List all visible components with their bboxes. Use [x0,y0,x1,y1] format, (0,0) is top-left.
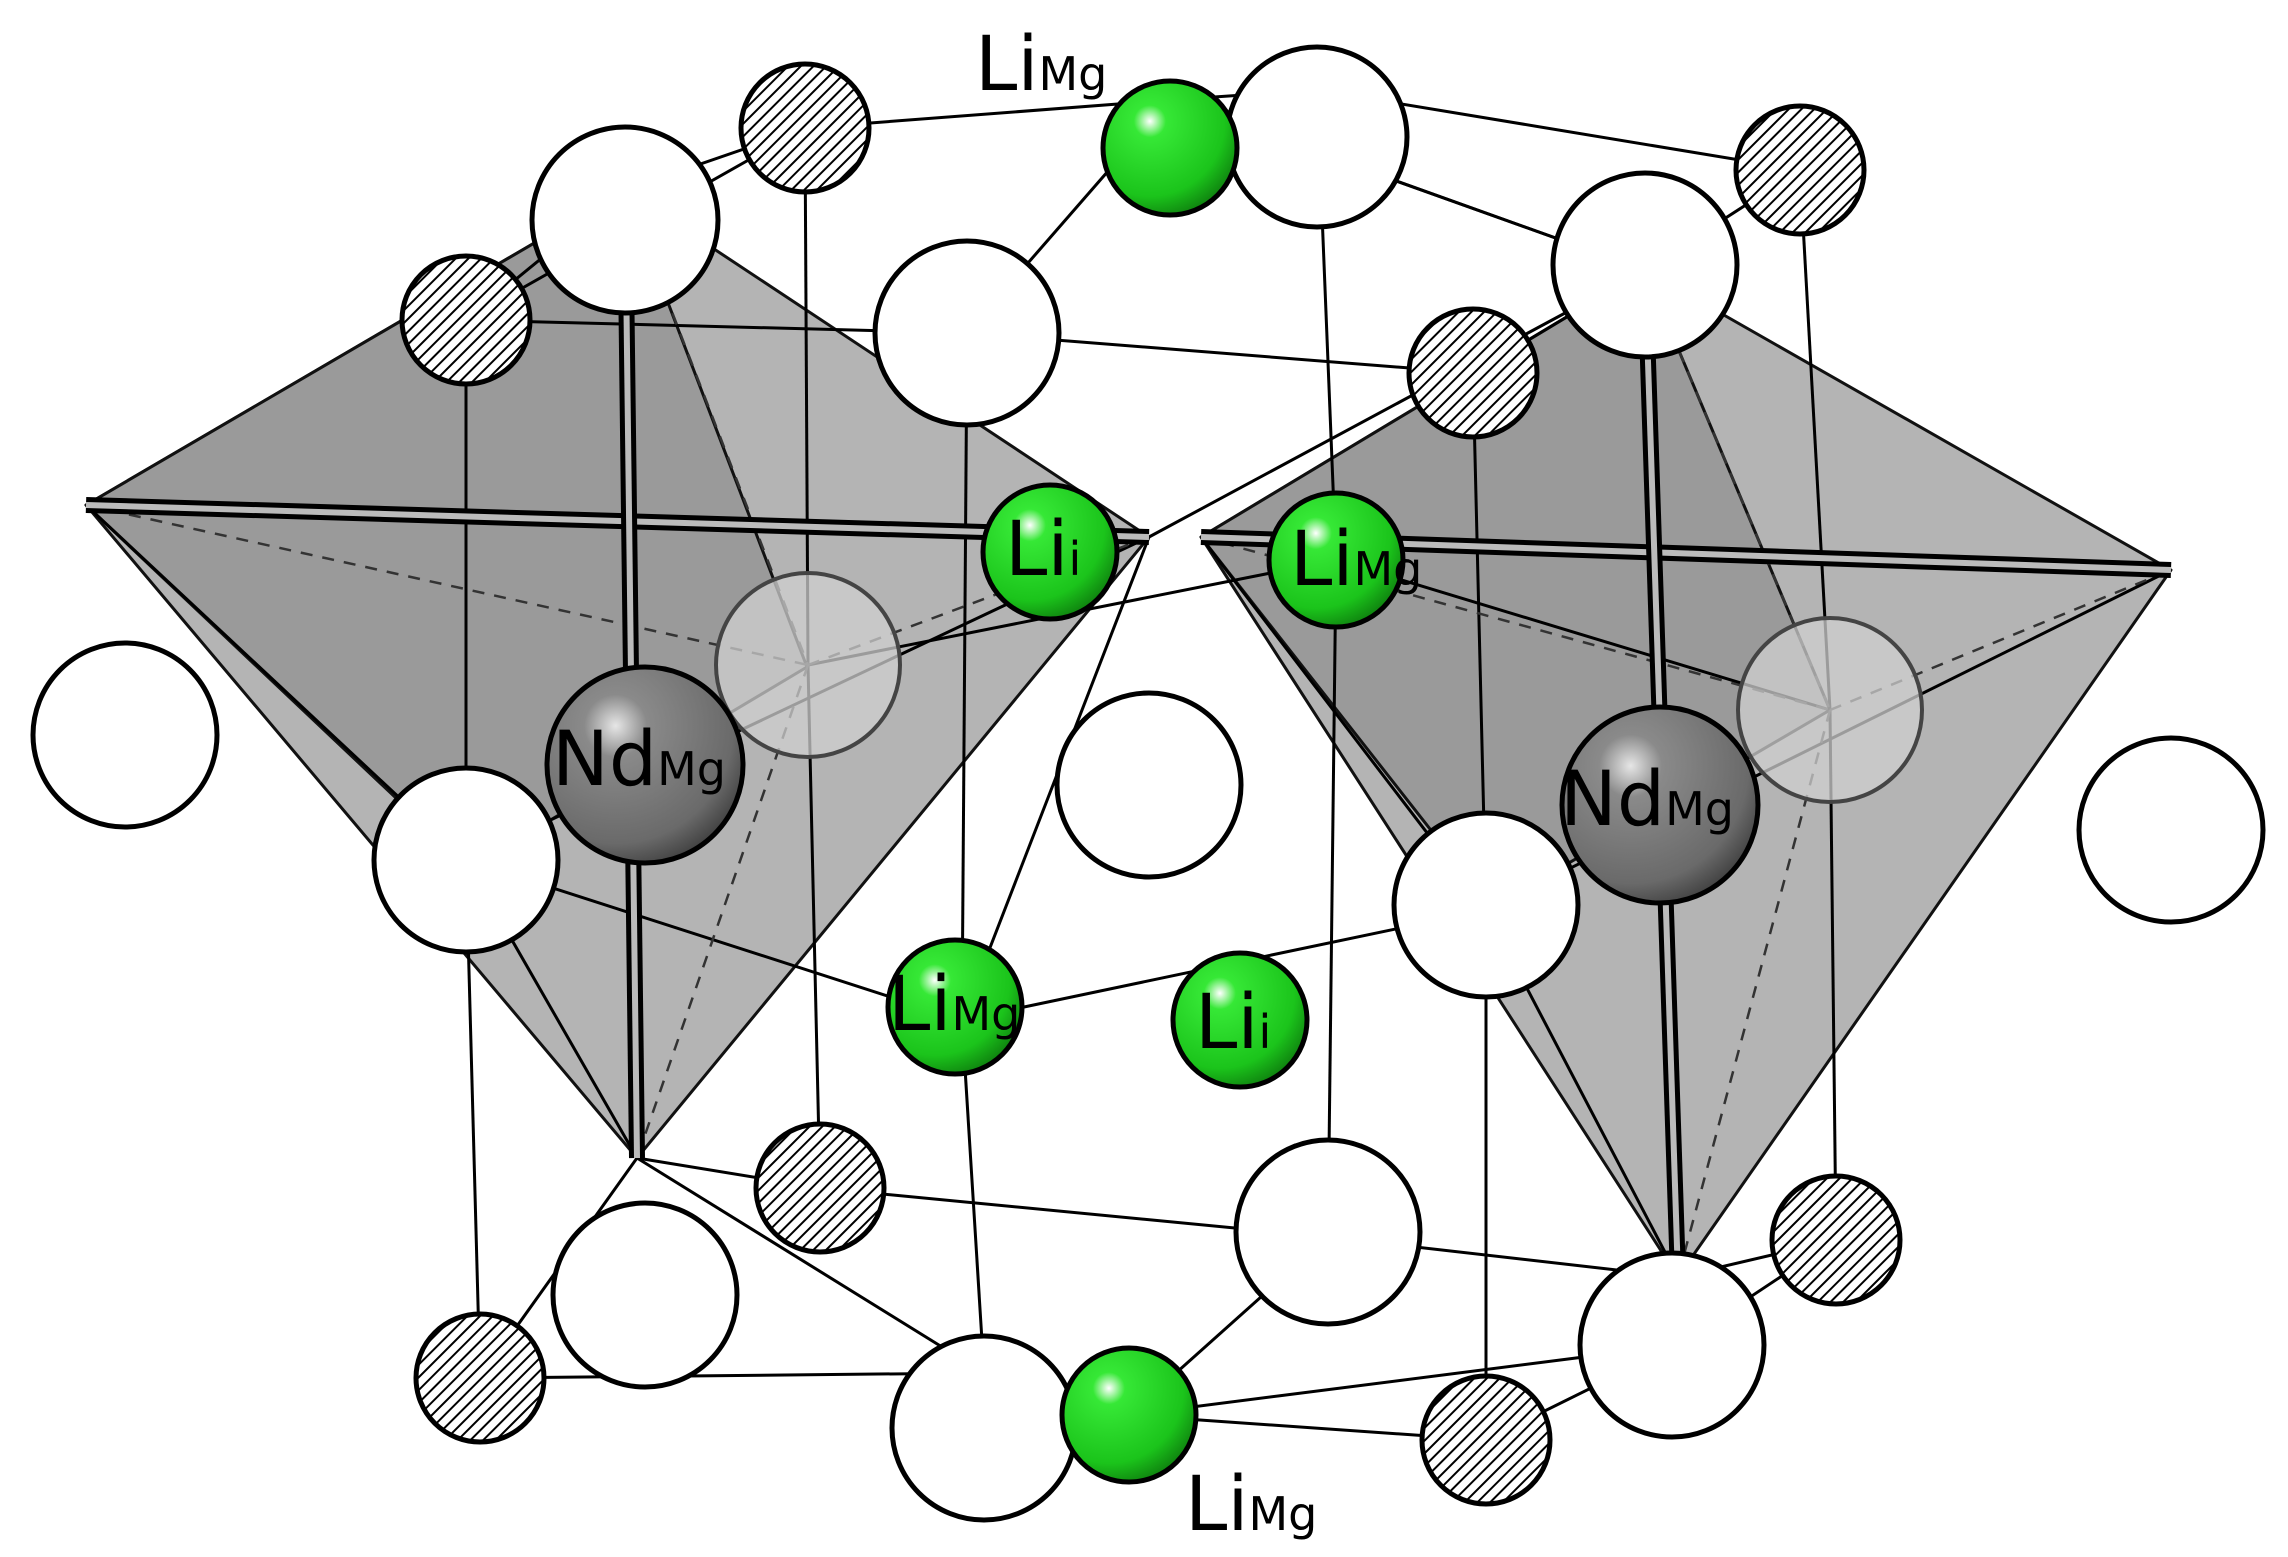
label-li-mg-top: LiMg [975,19,1107,108]
nd-atom-right [1559,704,1761,906]
white-atom [550,1200,740,1390]
li-i-atom-lower [1170,950,1310,1090]
li-atoms [885,78,1406,1485]
white-atom [371,765,561,955]
li-mg-atom-lower-mid [885,937,1025,1077]
hatched-atom [738,61,872,195]
white-atom [1233,1137,1423,1327]
white-atom [2076,735,2266,925]
white-atom [1224,44,1410,230]
white-atom [1577,1250,1767,1440]
nd-atom-left [544,664,746,866]
label-li-mg-lower-mid: LiMg [888,959,1020,1048]
label-li-mg-upper-mid: LiMg [1290,514,1422,603]
ghost-atom-right [1736,616,1924,804]
label-li-i-upper: Lii [1005,504,1081,593]
li-i-atom-upper [980,482,1120,622]
white-atom [1054,690,1244,880]
white-atom [529,124,721,316]
hatched-atom [399,253,533,387]
hatched-atoms [399,61,1903,1507]
hatched-atom [1419,1373,1553,1507]
hatched-atom [1769,1173,1903,1307]
white-atoms [30,44,2266,1523]
label-li-i-lower: Lii [1195,977,1271,1066]
li-mg-atom-upper-mid [1266,490,1406,630]
li-mg-atom-top [1100,78,1240,218]
hatched-atom [1733,103,1867,237]
white-atom [1550,170,1740,360]
hatched-atom [1406,306,1540,440]
li-mg-atom-bottom [1059,1345,1199,1485]
white-atom [30,640,220,830]
white-atom [1391,810,1581,1000]
hatched-atom [753,1121,887,1255]
label-nd-mg-left: NdMg [552,714,726,803]
label-li-mg-bottom: LiMg [1185,1459,1317,1548]
ghost-atom-left [714,571,902,759]
label-nd-mg-right: NdMg [1560,754,1734,843]
white-atom [889,1333,1079,1523]
white-atom [872,238,1062,428]
hatched-atom [413,1311,547,1445]
